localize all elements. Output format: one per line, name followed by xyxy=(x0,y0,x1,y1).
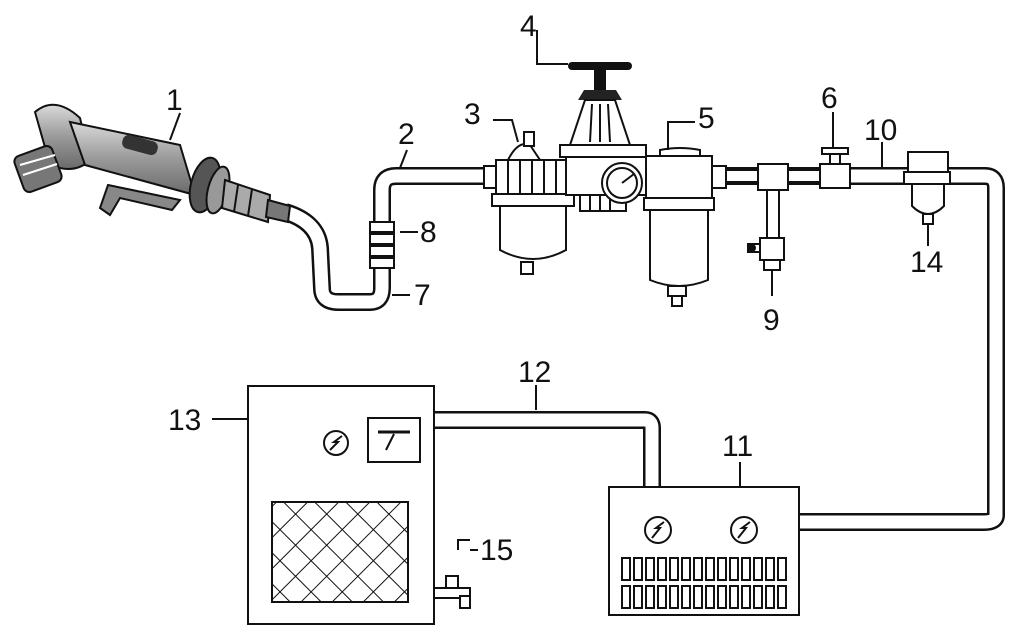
vent-slot xyxy=(741,585,751,609)
hose-tool-to-frl xyxy=(282,167,485,311)
vent-slot xyxy=(681,585,691,609)
regulator-gauge xyxy=(601,162,643,204)
vent-slot xyxy=(777,557,787,581)
quick-coupling xyxy=(369,221,395,269)
inline-filter xyxy=(903,151,951,225)
vent-slot xyxy=(657,557,667,581)
callout-9: 9 xyxy=(763,304,780,337)
vent-slot xyxy=(729,557,739,581)
hose-dryer-to-tank xyxy=(434,411,661,487)
vent-slot xyxy=(669,557,679,581)
callout-2: 2 xyxy=(398,118,415,151)
vent-slot xyxy=(681,557,691,581)
vent-slot xyxy=(645,557,655,581)
vent-slot xyxy=(645,585,655,609)
vent-slot xyxy=(621,585,631,609)
vent-slot xyxy=(669,585,679,609)
callout-6: 6 xyxy=(821,82,838,115)
vent-slot xyxy=(705,585,715,609)
vent-slot xyxy=(765,585,775,609)
callout-14: 14 xyxy=(910,246,943,279)
callout-11: 11 xyxy=(722,430,753,463)
vent-slot xyxy=(753,585,763,609)
vent-slot xyxy=(705,557,715,581)
callout-3: 3 xyxy=(464,98,481,131)
ball-valve xyxy=(819,147,851,189)
air-tool xyxy=(13,103,292,224)
lubricator xyxy=(643,147,727,307)
vent-slot xyxy=(717,557,727,581)
air-compressor xyxy=(608,486,800,616)
vent-slot xyxy=(753,557,763,581)
air-filter xyxy=(483,131,575,275)
air-dryer xyxy=(247,385,435,625)
vent-slot xyxy=(717,585,727,609)
callout-15: 15 xyxy=(480,534,513,567)
callout-10: 10 xyxy=(864,114,897,147)
vent-slot xyxy=(777,585,787,609)
vent-slot xyxy=(765,557,775,581)
hose-main-line xyxy=(710,167,1005,531)
callout-labels: 1 2 3 4 5 6 7 8 9 10 11 12 13 14 15 xyxy=(166,10,943,567)
vent-slot xyxy=(693,557,703,581)
vent-slot xyxy=(633,585,643,609)
callout-5: 5 xyxy=(698,102,715,135)
vent-slot xyxy=(633,557,643,581)
vent-slot xyxy=(657,585,667,609)
leader-lines xyxy=(169,30,929,551)
compressor-vents xyxy=(621,557,787,609)
callout-12: 12 xyxy=(518,356,551,389)
vent-slot xyxy=(741,557,751,581)
vent-slot xyxy=(621,557,631,581)
vent-slot xyxy=(693,585,703,609)
tee-fitting xyxy=(725,163,823,241)
vent-slot xyxy=(729,585,739,609)
callout-4: 4 xyxy=(520,10,537,43)
callout-7: 7 xyxy=(414,279,431,312)
callout-1: 1 xyxy=(166,84,183,117)
drain-tap xyxy=(433,539,471,609)
drain-valve xyxy=(747,237,785,271)
callout-13: 13 xyxy=(168,404,201,437)
callout-8: 8 xyxy=(420,216,437,249)
